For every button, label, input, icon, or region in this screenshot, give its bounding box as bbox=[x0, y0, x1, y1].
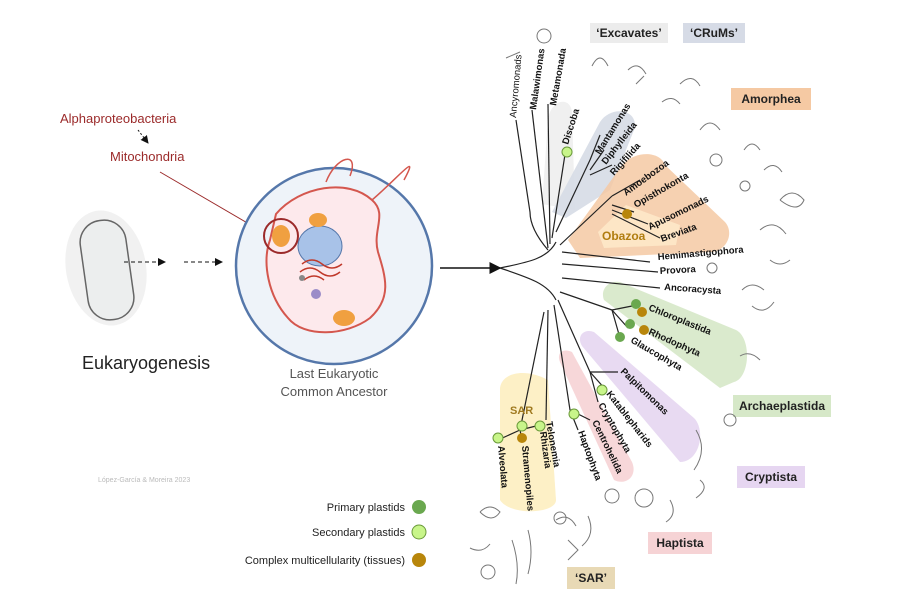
secondary-plastid-marker bbox=[568, 408, 580, 420]
legend-secondary-swatch bbox=[411, 524, 427, 540]
haptista-clade-bg bbox=[558, 350, 634, 482]
alphaproteobacteria-label: Alphaproteobacteria bbox=[60, 111, 177, 126]
excavates-label: ‘Excavates’ bbox=[596, 26, 661, 40]
cryptista-clade-bg bbox=[579, 330, 701, 462]
sar-clade-bg bbox=[500, 373, 556, 512]
legend-secondary-label: Secondary plastids bbox=[312, 527, 405, 539]
taxon-label: Ancoracysta bbox=[664, 282, 722, 297]
excavates-box bbox=[590, 23, 668, 43]
archaeplastida-box bbox=[733, 395, 831, 417]
archaeplastida-label: Archaeplastida bbox=[739, 399, 825, 413]
legend-primary-label: Primary plastids bbox=[327, 502, 406, 514]
secondary-plastid-marker bbox=[596, 384, 608, 396]
primary-plastid-marker bbox=[631, 299, 641, 309]
legend-primary-swatch bbox=[412, 500, 426, 514]
secondary-plastid-marker bbox=[492, 432, 504, 444]
legend-complex-swatch bbox=[412, 553, 426, 567]
taxon-label: Metamonada bbox=[548, 47, 569, 107]
trait-markers bbox=[492, 146, 649, 444]
taxon-label: Alveolata bbox=[495, 445, 510, 489]
legend-complex-label: Complex multicellularity (tissues) bbox=[245, 555, 405, 567]
primary-plastid-marker bbox=[625, 319, 635, 329]
leca-label-line2: Common Ancestor bbox=[281, 384, 389, 399]
primary-plastid-marker bbox=[615, 332, 625, 342]
crums-label: ‘CRuMs’ bbox=[690, 26, 738, 40]
haptista-label: Haptista bbox=[656, 536, 704, 550]
eukaryogenesis-title: Eukaryogenesis bbox=[82, 353, 210, 373]
complex-multicellularity-marker bbox=[639, 325, 649, 335]
taxon-label: Rhizaria bbox=[537, 431, 553, 470]
mitochondria-label: Mitochondria bbox=[110, 149, 185, 164]
secondary-plastid-marker bbox=[516, 420, 528, 432]
organism-sketches bbox=[469, 28, 805, 585]
secondary-plastid-marker bbox=[534, 420, 546, 432]
alpha-to-mito-arrow bbox=[137, 129, 149, 144]
host-cell bbox=[79, 219, 135, 321]
cryptista-box bbox=[737, 466, 805, 488]
leca-cell-illustration bbox=[263, 158, 411, 334]
amorphea-label: Amorphea bbox=[741, 92, 801, 106]
taxon-label: Provora bbox=[660, 264, 697, 277]
complex-multicellularity-marker bbox=[517, 433, 527, 443]
excavates-clade-bg bbox=[542, 101, 575, 210]
taxon-label: Malawimonas bbox=[528, 48, 547, 111]
obazoa-label: Obazoa bbox=[602, 229, 646, 243]
amorphea-box bbox=[731, 88, 811, 110]
crums-box bbox=[683, 23, 745, 43]
credit-text: López-García & Moreira 2023 bbox=[98, 477, 190, 484]
haptista-box bbox=[648, 532, 712, 554]
cryptista-label: Cryptista bbox=[745, 470, 797, 484]
secondary-plastid-marker bbox=[561, 146, 573, 158]
complex-multicellularity-marker bbox=[622, 209, 632, 219]
sar-box bbox=[567, 567, 615, 589]
sar-inner-label: SAR bbox=[510, 405, 533, 417]
sar-label: ‘SAR’ bbox=[575, 571, 607, 585]
taxon-label: Ancyromonads bbox=[508, 54, 525, 118]
complex-multicellularity-marker bbox=[637, 307, 647, 317]
leca-label-line1: Last Eukaryotic bbox=[290, 366, 379, 381]
tree-branches bbox=[497, 103, 661, 441]
